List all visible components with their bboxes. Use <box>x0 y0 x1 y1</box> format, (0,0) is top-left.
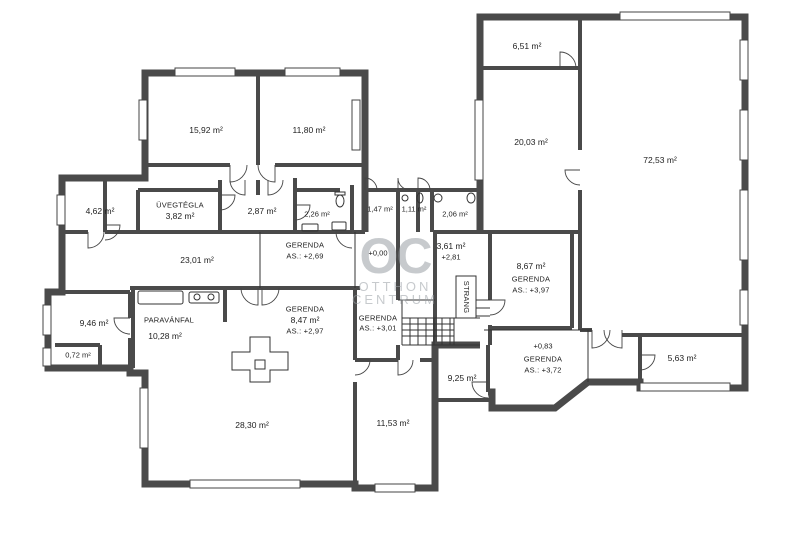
room-area-label: 11,80 m² <box>292 124 326 135</box>
room-area-label: 3,82 m² <box>165 210 195 221</box>
room-area-label: 2,26 m² <box>304 209 330 219</box>
level-note: +2,81 <box>441 252 461 262</box>
room-area-label: 6,51 m² <box>512 40 542 51</box>
room-area-label: 9,46 m² <box>79 317 109 328</box>
interior-walls <box>48 17 745 484</box>
beam-height-note: AS.: +2,97 <box>286 326 324 336</box>
beams-and-stairs <box>259 232 592 382</box>
outer-walls-east <box>476 13 749 412</box>
outer-walls-west <box>44 69 480 492</box>
beam-note: GERENDA <box>511 274 551 284</box>
room-area-label: 2,06 m² <box>442 209 468 219</box>
fixtures <box>137 191 476 305</box>
room-area-label: 72,53 m² <box>643 154 677 165</box>
room-area-label: 3,61 m² <box>436 240 466 251</box>
beam-note: GERENDA <box>285 240 325 250</box>
beam-height-note: AS.: +3,97 <box>512 285 550 295</box>
strang-note: STRANG <box>461 280 471 314</box>
beam-height-note: AS.: +2,69 <box>286 251 324 261</box>
room-area-label: 1,47 m² <box>367 204 393 214</box>
glass-block-note: ÜVEGTÉGLA <box>156 200 204 210</box>
room-area-label: 11,53 m² <box>376 417 410 428</box>
room-area-label: 10,28 m² <box>148 330 182 341</box>
room-area-label: 5,63 m² <box>667 352 697 363</box>
windows <box>42 11 749 493</box>
room-area-label: 23,01 m² <box>180 254 214 265</box>
beam-note: GERENDA <box>523 354 563 364</box>
room-area-label: 0,72 m² <box>65 350 91 360</box>
room-area-label: 28,30 m² <box>235 419 269 430</box>
beam-note: GERENDA <box>285 304 325 314</box>
room-area-label: 15,92 m² <box>189 124 223 135</box>
fireplace-symbol <box>231 336 289 383</box>
room-area-label: 9,25 m² <box>447 372 477 383</box>
room-area-label: 20,03 m² <box>514 136 548 147</box>
beam-height-note: AS.: +3,01 <box>359 323 397 333</box>
room-area-label: 2,87 m² <box>247 205 277 216</box>
level-note: +0,83 <box>533 341 553 351</box>
level-note: +0,00 <box>368 248 388 258</box>
room-area-label: 8,67 m² <box>516 260 546 271</box>
partition-wall-note: PARAVÁNFAL <box>143 315 195 325</box>
room-area-label: 1,11 m² <box>401 204 427 214</box>
beam-height-note: AS.: +3,72 <box>524 365 562 375</box>
doors <box>87 51 656 399</box>
room-area-label: 8,47 m² <box>290 314 320 325</box>
beam-note: GERENDA <box>358 313 398 323</box>
room-area-label: 4,62 m² <box>85 205 115 216</box>
